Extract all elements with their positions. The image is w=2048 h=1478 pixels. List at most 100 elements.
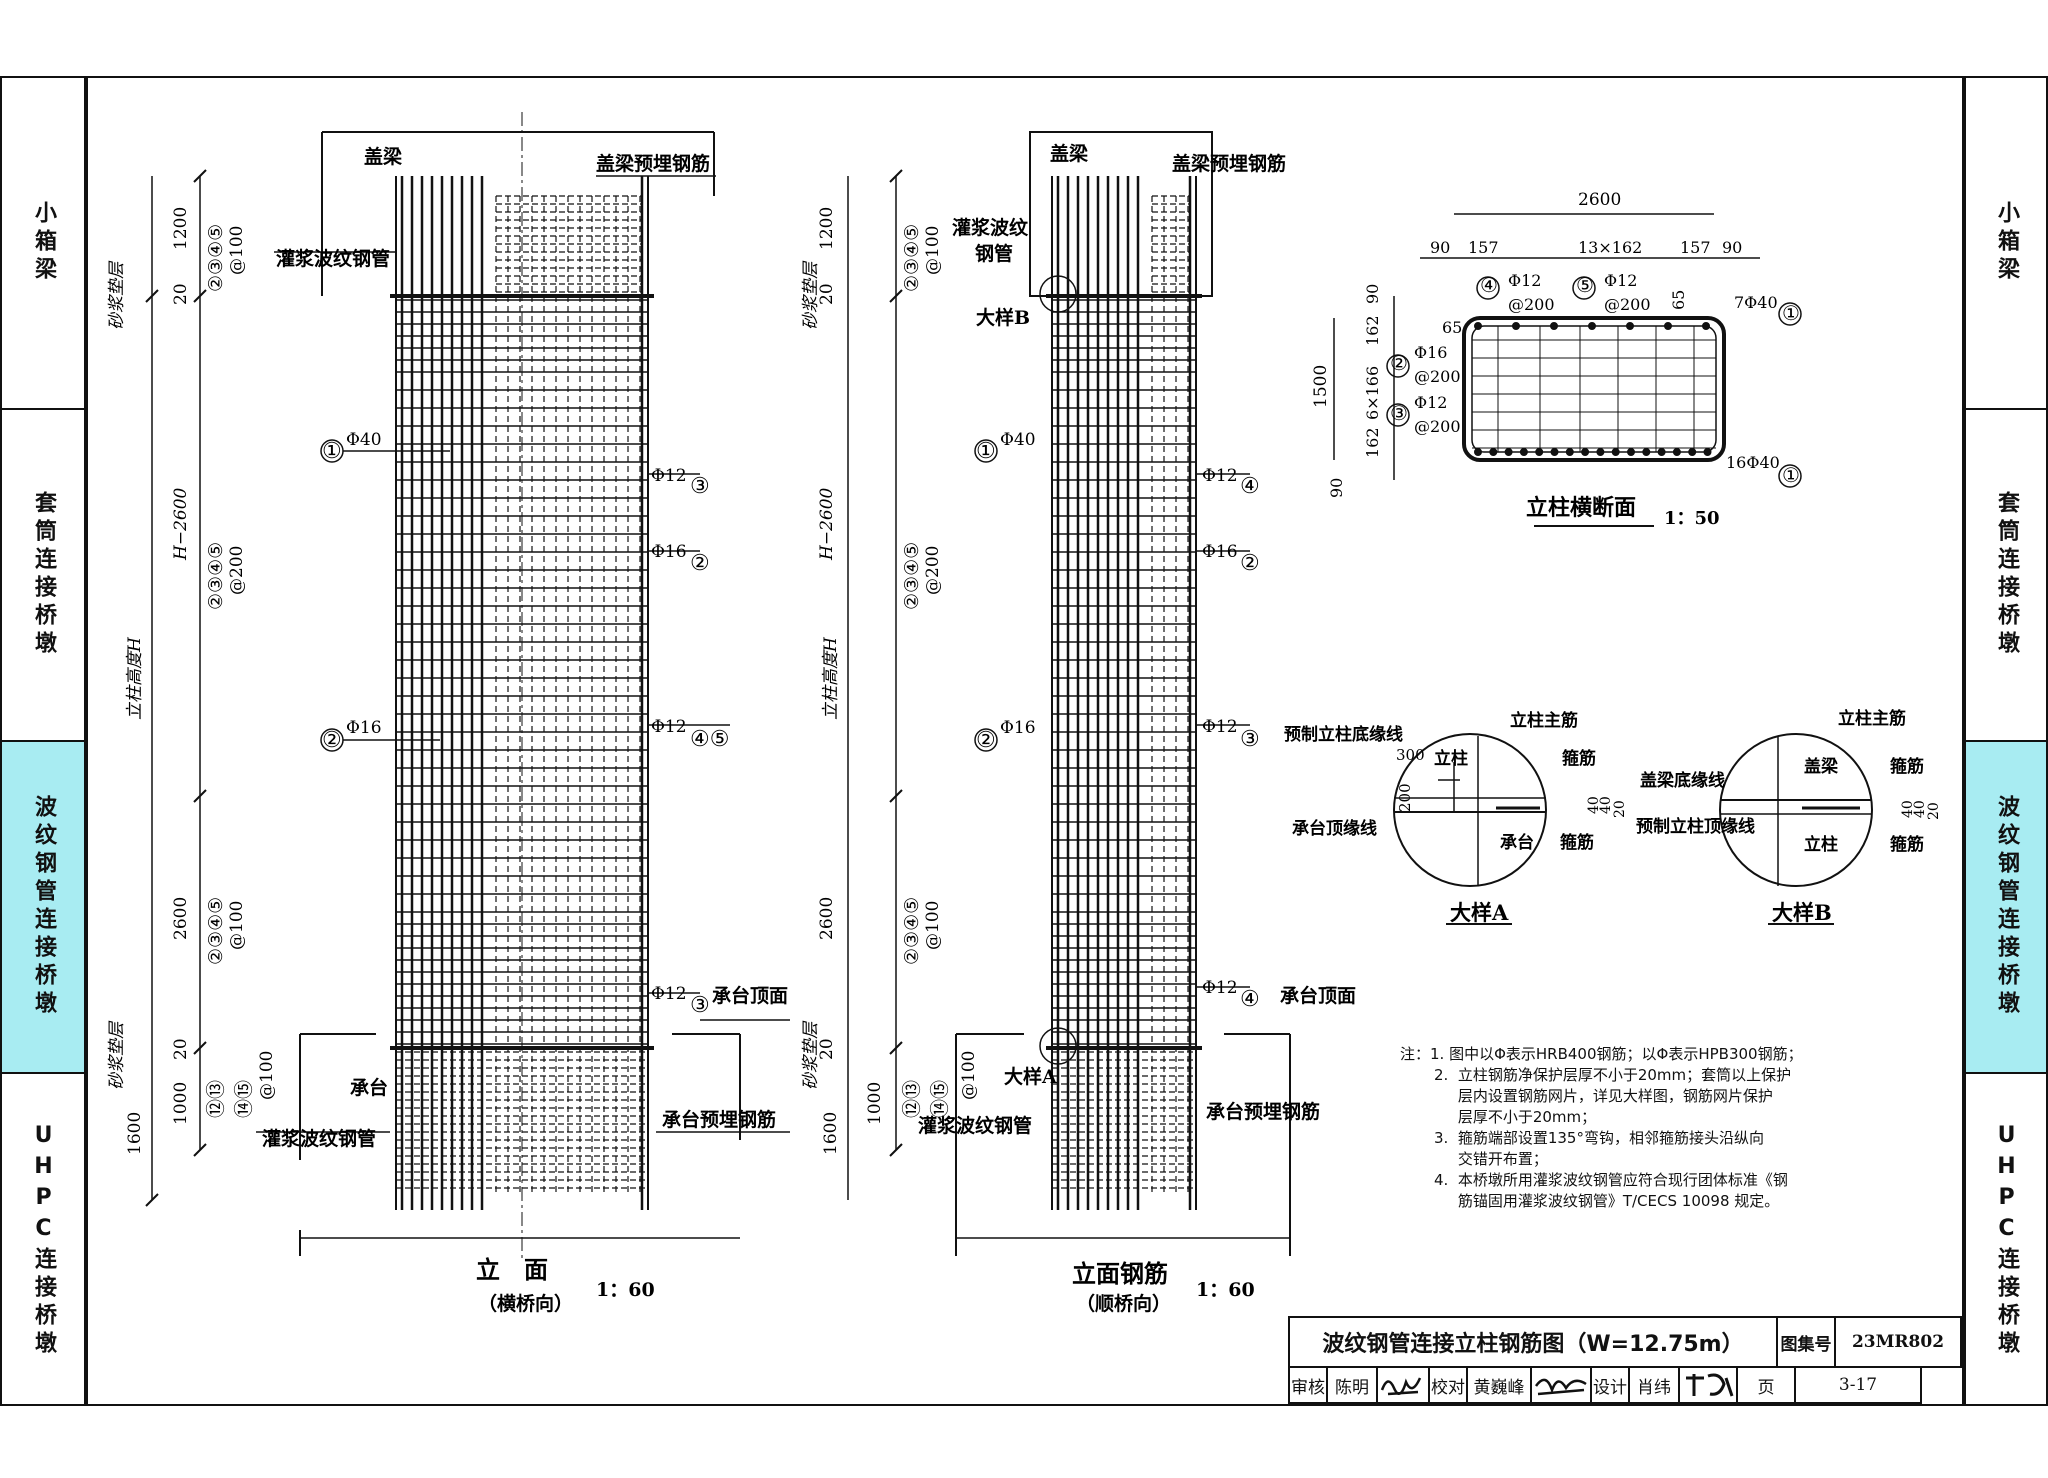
rebar-title: 立面钢筋 xyxy=(1072,1259,1168,1288)
sec-bar2-size: Φ16 xyxy=(1414,343,1447,362)
right-tab-3[interactable]: 波纹钢管连接桥墩 xyxy=(1966,742,2046,1074)
rebar-elevation-geometry xyxy=(847,131,1291,1256)
main-bar-dot xyxy=(1512,322,1520,330)
design-label: 设计 xyxy=(1590,1366,1630,1404)
detB-dim-40b: 40 xyxy=(1912,800,1928,818)
elev-tag-mid-spacing: @200 xyxy=(227,546,247,595)
elev-callout-1-bar: Φ40 xyxy=(346,430,382,450)
main-bar-dot xyxy=(1664,322,1672,330)
rebar-callout-2-bar: Φ16 xyxy=(1000,718,1036,738)
elev-right-3b-tag: ③ xyxy=(690,993,710,1018)
detA-stirrup2: 箍筋 xyxy=(1560,832,1594,853)
rebar-dim-20a: 20 xyxy=(817,283,837,305)
right-tab-label: UHPC连接桥墩 xyxy=(1994,1123,2019,1359)
detB-dim-20: 20 xyxy=(1926,802,1942,820)
left-tab-1[interactable]: 小箱梁 xyxy=(2,78,84,410)
callout-circle xyxy=(974,439,998,463)
sec-dim-162t: 162 xyxy=(1363,315,1382,346)
right-tab-2[interactable]: 套筒连接桥墩 xyxy=(1966,410,2046,742)
sec-circle-5 xyxy=(1572,276,1596,300)
detB-precast-top: 预制立柱顶缘线 xyxy=(1636,816,1755,837)
left-tab-3[interactable]: 波纹钢管连接桥墩 xyxy=(2,742,84,1074)
detA-pile-cap: 承台 xyxy=(1500,832,1534,853)
rebar-cap-beam-label: 盖梁 xyxy=(1050,142,1089,165)
rebar-right-4-tag: ④ xyxy=(1240,474,1260,499)
sec-title: 立柱横断面 xyxy=(1526,495,1636,521)
note-1: 图中以Φ表示HRB400钢筋；以Φ表示HPB300钢筋； xyxy=(1449,1045,1803,1063)
rebar-tag-bottom1: ⑫⑬ xyxy=(901,1080,923,1118)
elev-column-height: 立柱高度H xyxy=(125,636,145,720)
rebar-right-2-tag: ② xyxy=(1240,551,1260,576)
note-2a: 2. 立柱钢筋净保护层厚不小于20mm；套筒以上保护 xyxy=(1434,1066,1792,1084)
detail-a-circle xyxy=(1393,733,1547,887)
rebar-callout-1: ① xyxy=(976,439,996,464)
main-bar-dot xyxy=(1565,448,1574,456)
sec-bar2: ② xyxy=(1390,351,1408,375)
designer-signature xyxy=(1678,1366,1738,1404)
designer-name: 肖纬 xyxy=(1628,1366,1680,1404)
rebar-dim-1200: 1200 xyxy=(817,207,837,250)
notes-head: 注：1. xyxy=(1400,1045,1445,1063)
elev-tag-bottom1: ⑫⑬ xyxy=(205,1080,227,1118)
detA-dim-20: 20 xyxy=(1612,800,1628,818)
sec-bar4-spacing: @200 xyxy=(1508,295,1555,314)
detA-cap-top: 承台顶缘线 xyxy=(1292,818,1377,839)
callout-circle xyxy=(974,728,998,752)
dim-tick xyxy=(193,1041,207,1055)
main-bar-dot xyxy=(1489,448,1498,456)
right-tab-4[interactable]: UHPC连接桥墩 xyxy=(1966,1074,2046,1408)
rebar-dim-1600: 1600 xyxy=(821,1112,841,1155)
right-tab-label: 波纹钢管连接桥墩 xyxy=(1994,795,2019,1019)
left-tab-4[interactable]: UHPC连接桥墩 xyxy=(2,1074,84,1408)
detB-title: 大样B xyxy=(1772,900,1832,925)
detB-col-main: 立柱主筋 xyxy=(1838,708,1906,729)
sec-circle-1b xyxy=(1778,464,1802,488)
reviewer-signature-mark xyxy=(1380,1377,1422,1396)
elev-right-2-tag: ② xyxy=(690,551,710,576)
elev-tag-low-spacing: @100 xyxy=(227,901,247,950)
left-tab-label: 小箱梁 xyxy=(31,201,56,285)
elev-dim-1600: 1600 xyxy=(125,1112,145,1155)
elev-dim-h2600: H−2600 xyxy=(171,487,191,561)
rebar-dim-h2600: H−2600 xyxy=(817,487,837,561)
main-bar-dot xyxy=(1657,448,1666,456)
sec-bottom-main: 16Φ40 xyxy=(1726,453,1780,472)
main-bar-dot xyxy=(1703,448,1712,456)
sec-dim-157r: 157 xyxy=(1680,238,1711,257)
sec-circle-1a xyxy=(1778,302,1802,326)
elev-callout-1: ① xyxy=(322,439,342,464)
main-bar-dot xyxy=(1627,448,1635,456)
sec-bar4-size: Φ12 xyxy=(1508,271,1541,290)
elev-duct-top-label: 灌浆波纹钢管 xyxy=(276,247,390,270)
elev-dim-2600: 2600 xyxy=(171,897,191,940)
rebar-tag-mid: ②③④⑤ xyxy=(901,542,923,610)
sec-bottom-main-tag: ① xyxy=(1782,463,1800,487)
rebar-tag-top: ②③④⑤ xyxy=(901,224,923,292)
note-2c: 层厚不小于20mm； xyxy=(1434,1108,1597,1126)
main-bar-dot xyxy=(1474,448,1482,456)
left-tab-2[interactable]: 套筒连接桥墩 xyxy=(2,410,84,742)
details-geometry xyxy=(1393,733,1873,925)
elev-right-2: Φ16 xyxy=(651,542,687,562)
note-3b: 交错开布置； xyxy=(1434,1150,1548,1168)
detB-stirrup2: 箍筋 xyxy=(1890,834,1924,855)
right-tab-label: 套筒连接桥墩 xyxy=(1994,491,2019,659)
sec-bar4: ④ xyxy=(1480,273,1498,297)
rebar-right-4: Φ12 xyxy=(1202,466,1238,486)
note-4a: 4. 本桥墩所用灌浆波纹钢管应符合现行团体标准《钢 xyxy=(1434,1171,1788,1189)
sec-bar2-spacing: @200 xyxy=(1414,367,1461,386)
elev-duct-bottom-label: 灌浆波纹钢管 xyxy=(262,1127,376,1150)
main-bar-dot xyxy=(1504,448,1513,456)
rebar-right-4b-tag: ④ xyxy=(1240,987,1260,1012)
elev-mortar-bottom: 砂浆垫层 xyxy=(107,1020,127,1090)
main-bar-dot xyxy=(1688,448,1697,456)
dim-tick xyxy=(193,169,207,183)
sec-bar5-spacing: @200 xyxy=(1604,295,1651,314)
rebar-right-2: Φ16 xyxy=(1202,542,1238,562)
sec-dim-mid: 13×162 xyxy=(1578,238,1642,257)
rebar-tag-top-spacing: @100 xyxy=(923,226,943,275)
right-tab-1[interactable]: 小箱梁 xyxy=(1966,78,2046,410)
rebar-right-3-tag: ③ xyxy=(1240,727,1260,752)
sec-circle-3 xyxy=(1386,403,1410,427)
